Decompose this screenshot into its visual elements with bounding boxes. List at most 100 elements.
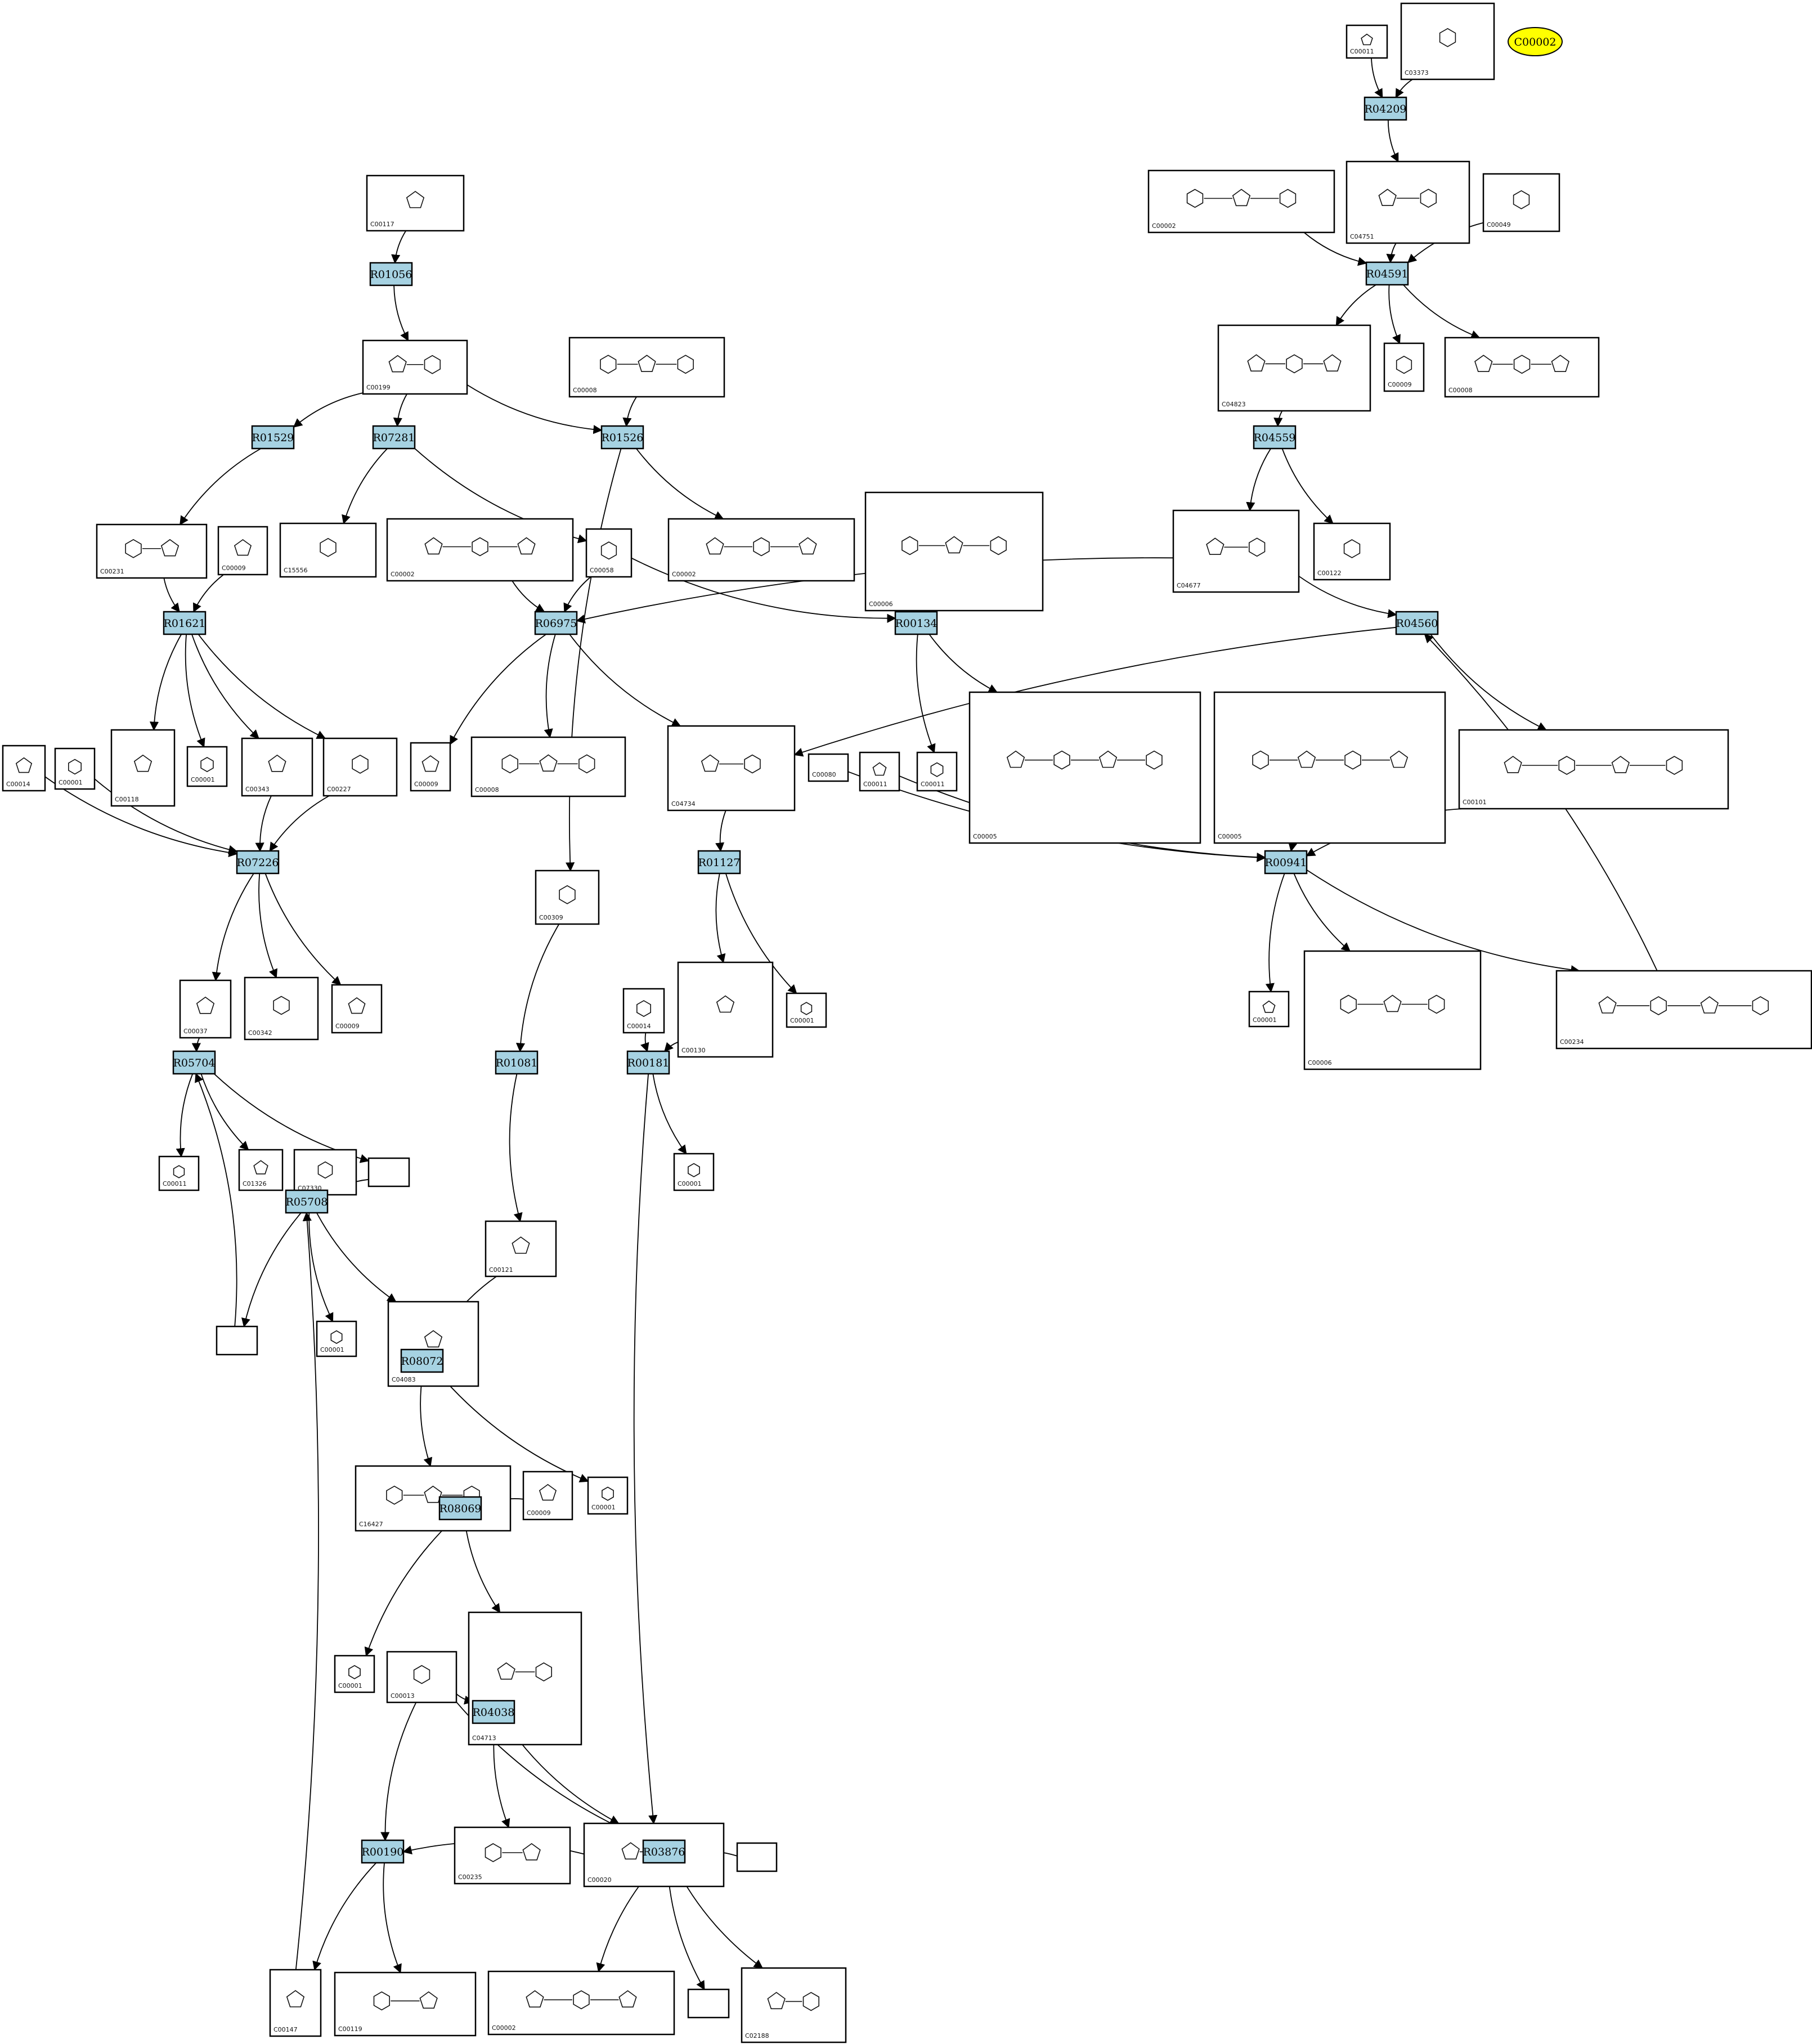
compound-node[interactable]: C00009 — [217, 526, 268, 576]
compound-box[interactable] — [217, 526, 268, 576]
compound-node[interactable]: C00001 — [186, 746, 228, 787]
reaction-box[interactable] — [495, 1050, 539, 1075]
compound-box[interactable] — [179, 979, 232, 1039]
compound-box[interactable] — [535, 869, 600, 925]
reaction-node[interactable]: R01621 — [163, 611, 207, 635]
reaction-box[interactable] — [369, 262, 413, 286]
compound-node[interactable]: C00002 — [1147, 169, 1335, 234]
compound-node[interactable]: C00058 — [585, 528, 633, 578]
compound-box[interactable] — [1217, 324, 1371, 412]
compound-box[interactable] — [110, 729, 176, 807]
compound-box[interactable] — [673, 1153, 715, 1191]
reaction-node[interactable]: R05708 — [285, 1189, 329, 1214]
compound-box[interactable] — [1172, 509, 1300, 593]
reaction-node[interactable]: R04209 — [1364, 96, 1407, 121]
compound-box[interactable] — [741, 1967, 847, 2043]
compound-node[interactable]: C02188 — [741, 1967, 847, 2043]
compound-node[interactable]: C00342 — [244, 976, 319, 1041]
compound-node[interactable]: C00008 — [1444, 337, 1600, 398]
reaction-box[interactable] — [1264, 850, 1308, 875]
compound-node[interactable]: C00343 — [241, 737, 313, 797]
compound-box[interactable] — [687, 1988, 730, 2019]
compound-node[interactable]: C00117 — [366, 174, 465, 232]
compound-box[interactable] — [1303, 950, 1482, 1070]
compound-box[interactable] — [244, 976, 319, 1041]
reaction-node[interactable]: R01529 — [251, 425, 295, 450]
reaction-node[interactable]: R04559 — [1253, 425, 1297, 450]
compound-node[interactable]: C00119 — [334, 1971, 477, 2037]
compound-node[interactable]: C00009 — [331, 984, 383, 1034]
highlight-node[interactable]: C00002 — [1508, 27, 1563, 56]
compound-box[interactable] — [241, 737, 313, 797]
reaction-node[interactable]: R01526 — [600, 425, 644, 450]
compound-box[interactable] — [316, 1320, 357, 1357]
compound-node[interactable]: C00011 — [859, 751, 900, 792]
compound-node[interactable]: C00001 — [1248, 990, 1290, 1028]
compound-node[interactable]: C01326 — [238, 1149, 284, 1191]
compound-box[interactable] — [362, 339, 468, 395]
compound-node[interactable]: C07330 — [293, 1149, 357, 1196]
compound-box[interactable] — [568, 337, 725, 398]
reaction-box[interactable] — [1253, 425, 1297, 450]
compound-node[interactable]: C00199 — [362, 339, 468, 395]
reaction-node[interactable]: R04560 — [1395, 611, 1439, 635]
compound-box[interactable] — [334, 1971, 477, 2037]
compound-box[interactable] — [487, 1970, 675, 2036]
reaction-node[interactable]: R07281 — [372, 425, 416, 450]
reaction-box[interactable] — [163, 611, 207, 635]
compound-node[interactable]: C00002 — [487, 1970, 675, 2036]
reaction-box[interactable] — [400, 1348, 444, 1373]
compound-box[interactable] — [585, 528, 633, 578]
reaction-node[interactable]: R07226 — [236, 850, 280, 875]
compound-box[interactable] — [387, 1301, 479, 1387]
compound-box[interactable] — [410, 742, 451, 792]
compound-node[interactable]: C00011 — [158, 1155, 200, 1191]
compound-node[interactable]: C00006 — [864, 491, 1044, 612]
compound-node[interactable]: C00309 — [535, 869, 600, 925]
compound-node[interactable]: C04734 — [667, 725, 796, 812]
reaction-node[interactable]: R01127 — [697, 850, 741, 875]
compound-node[interactable]: C00001 — [54, 747, 96, 790]
reaction-node[interactable]: R01056 — [369, 262, 413, 286]
compound-node[interactable]: C00005 — [968, 691, 1201, 844]
compound-box[interactable] — [386, 1651, 458, 1704]
compound-node[interactable]: C15556 — [279, 522, 377, 578]
compound-node[interactable]: C04677 — [1172, 509, 1300, 593]
compound-box[interactable] — [786, 992, 827, 1028]
compound-box[interactable] — [1482, 173, 1560, 232]
reaction-node[interactable]: R00190 — [361, 1839, 405, 1864]
reaction-box[interactable] — [534, 611, 578, 635]
compound-box[interactable] — [279, 522, 377, 578]
compound-node[interactable]: C00001 — [334, 1655, 375, 1693]
compound-box[interactable] — [677, 961, 774, 1058]
compound-box[interactable] — [54, 747, 96, 790]
reaction-node[interactable]: R00181 — [626, 1050, 670, 1075]
reaction-node[interactable]: R04038 — [472, 1700, 515, 1724]
compound-box[interactable] — [485, 1220, 557, 1278]
compound-node[interactable]: C03373 — [1400, 2, 1495, 80]
compound-node[interactable]: C00122 — [1313, 522, 1391, 581]
compound-box[interactable] — [667, 725, 796, 812]
compound-box[interactable] — [470, 736, 626, 797]
compound-box[interactable] — [859, 751, 900, 792]
compound-node[interactable]: C00011 — [916, 751, 958, 792]
compound-box[interactable] — [522, 1471, 573, 1521]
compound-node[interactable]: C00001 — [587, 1476, 629, 1515]
compound-box[interactable] — [331, 984, 383, 1034]
compound-box[interactable] — [334, 1655, 375, 1693]
compound-box[interactable] — [1213, 691, 1446, 844]
compound-node[interactable]: C04751 — [1345, 160, 1470, 244]
compound-box[interactable] — [158, 1155, 200, 1191]
compound-box[interactable] — [186, 746, 228, 787]
compound-box[interactable] — [386, 518, 574, 582]
reaction-node[interactable]: R08072 — [400, 1348, 444, 1373]
compound-box[interactable] — [1313, 522, 1391, 581]
compound-node[interactable]: C00130 — [677, 961, 774, 1058]
reaction-box[interactable] — [626, 1050, 670, 1075]
compound-box[interactable] — [367, 1157, 410, 1187]
reaction-box[interactable] — [236, 850, 280, 875]
compound-node[interactable]: C00080 — [808, 753, 849, 782]
compound-box[interactable] — [1444, 337, 1600, 398]
reaction-box[interactable] — [1364, 96, 1407, 121]
reaction-node[interactable]: R03876 — [642, 1839, 686, 1864]
